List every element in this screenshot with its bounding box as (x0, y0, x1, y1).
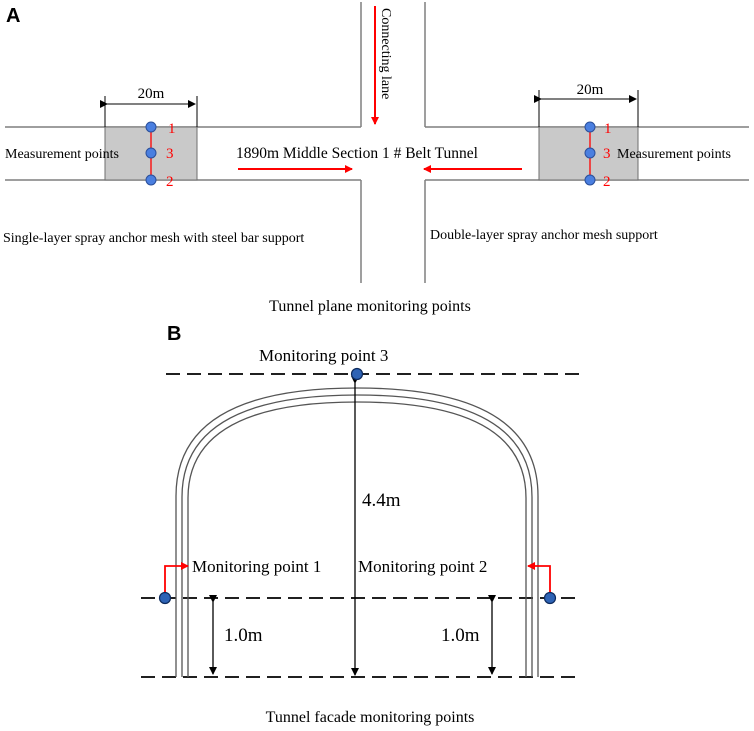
monitoring-point-1-marker (158, 591, 172, 605)
right-point-2-marker (584, 174, 596, 186)
left-point-2-number: 2 (166, 174, 174, 190)
left-point-3-number: 3 (166, 146, 174, 162)
connecting-lane-label: Connecting lane (378, 8, 393, 99)
left-width-label: 20m (138, 86, 165, 102)
monitoring-point-2-marker (543, 591, 557, 605)
right-point-3-number: 3 (603, 146, 611, 162)
left-height-label: 1.0m (224, 625, 263, 646)
right-point-1-number: 1 (604, 121, 612, 137)
panel-a-caption: Tunnel plane monitoring points (269, 298, 471, 315)
right-point-3-marker (584, 147, 596, 159)
total-height-label: 4.4m (362, 490, 401, 511)
panel-b-caption: Tunnel facade monitoring points (266, 709, 475, 726)
monitoring-point-1-label: Monitoring point 1 (192, 557, 321, 576)
belt-tunnel-label: 1890m Middle Section 1 # Belt Tunnel (236, 145, 478, 162)
panel-a: A Connecting lane 20m 1 3 2 Measurement … (3, 2, 749, 315)
monitoring-point-2-leader (527, 562, 551, 592)
left-measurement-label: Measurement points (5, 147, 119, 162)
left-support-label: Single-layer spray anchor mesh with stee… (3, 231, 304, 246)
left-point-3-marker (145, 147, 157, 159)
panel-b: B 4.4m 1.0m 1.0m Monitoring point 3 Moni… (141, 323, 581, 726)
right-point-1-marker (584, 121, 596, 133)
monitoring-point-2-label: Monitoring point 2 (358, 557, 487, 576)
left-point-1-number: 1 (168, 121, 176, 137)
reference-lines (141, 373, 581, 678)
monitoring-point-3-marker (350, 367, 364, 381)
right-point-2-number: 2 (603, 174, 611, 190)
right-height-label: 1.0m (441, 625, 480, 646)
right-measurement-label: Measurement points (617, 147, 731, 162)
monitoring-point-3-label: Monitoring point 3 (259, 346, 388, 365)
right-width-label: 20m (577, 82, 604, 98)
left-point-1-marker (145, 121, 157, 133)
panel-a-label: A (6, 5, 20, 27)
left-point-2-marker (145, 174, 157, 186)
panel-b-label: B (167, 323, 181, 345)
right-support-label: Double-layer spray anchor mesh support (430, 228, 658, 243)
monitoring-point-1-leader (164, 562, 189, 592)
